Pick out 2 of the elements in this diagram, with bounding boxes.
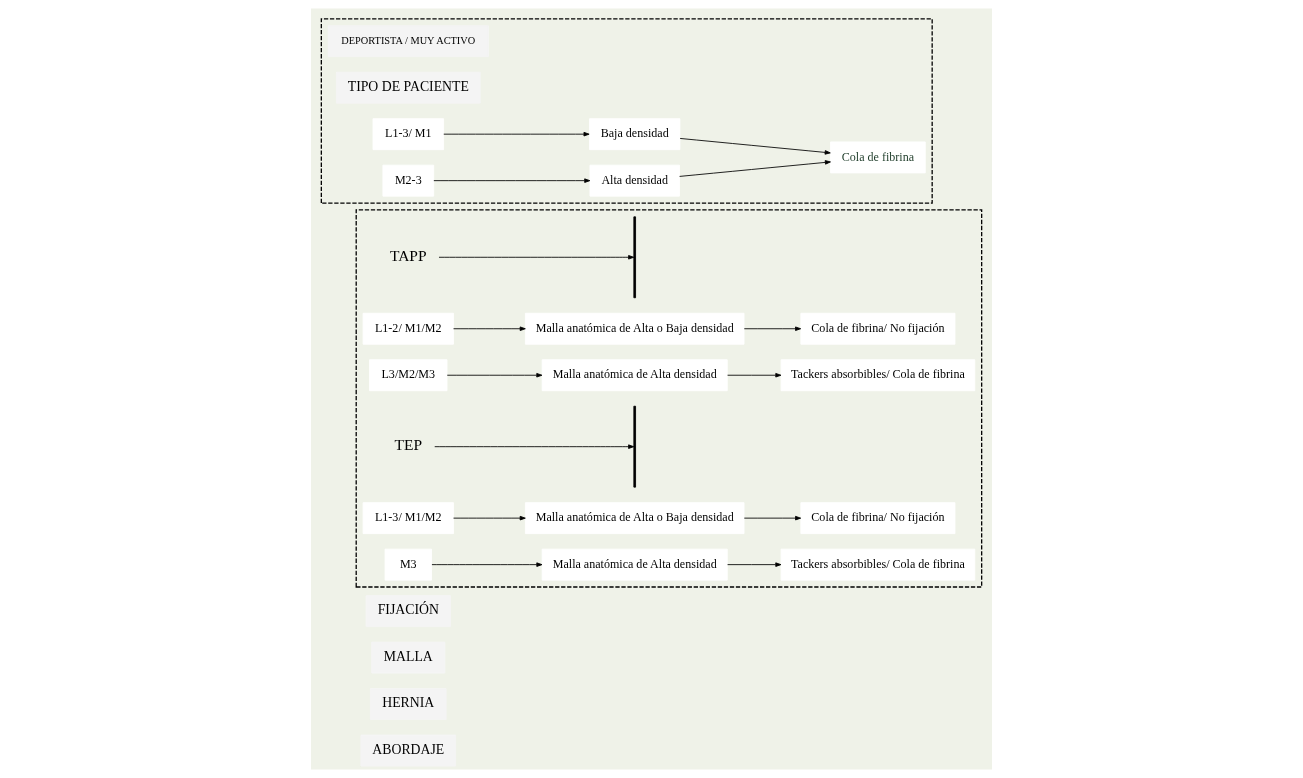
node-text: TEP: [394, 436, 423, 454]
node-text: TAPP: [389, 247, 427, 265]
